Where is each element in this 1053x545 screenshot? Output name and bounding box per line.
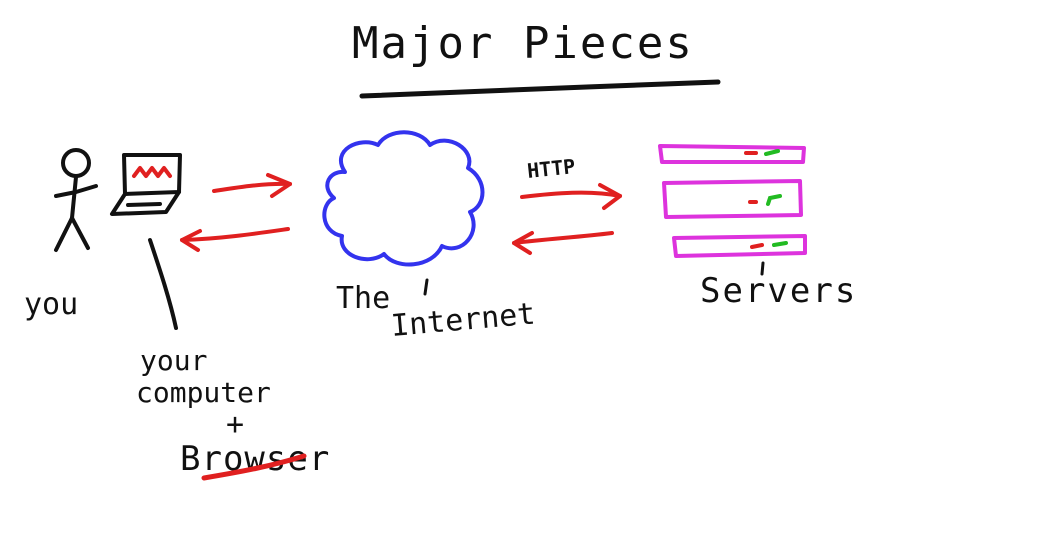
- laptop-icon: [110, 153, 182, 330]
- label-browser: Browser: [180, 439, 330, 479]
- browser-underline: [201, 453, 307, 481]
- server-status-lights: [744, 149, 788, 249]
- cloud-icon: [322, 130, 485, 267]
- label-computer: computer: [136, 376, 271, 409]
- label-http: HTTP: [526, 154, 576, 183]
- label-you: you: [24, 287, 78, 322]
- title-underline: [359, 79, 721, 99]
- red-light: [750, 243, 764, 249]
- arrows-internet-servers: [512, 183, 622, 255]
- label-internet: Internet: [390, 297, 537, 344]
- server-unit: [672, 234, 807, 258]
- stick-figure-icon: [54, 148, 98, 252]
- green-light: [772, 241, 788, 247]
- green-light: [764, 149, 780, 156]
- server-unit: [662, 179, 803, 219]
- diagram-title: Major Pieces: [352, 18, 694, 69]
- internet-label-tick: [423, 278, 429, 296]
- label-the: The: [336, 281, 390, 316]
- label-plus: +: [226, 407, 244, 442]
- server-rack-icon: [658, 144, 807, 258]
- label-servers: Servers: [700, 271, 857, 311]
- green-light: [766, 194, 782, 206]
- label-your: your: [140, 344, 207, 377]
- screen-scribble: [132, 166, 172, 178]
- server-unit: [658, 144, 806, 164]
- arrows-computer-internet: [180, 173, 292, 252]
- servers-label-tick: [760, 261, 765, 276]
